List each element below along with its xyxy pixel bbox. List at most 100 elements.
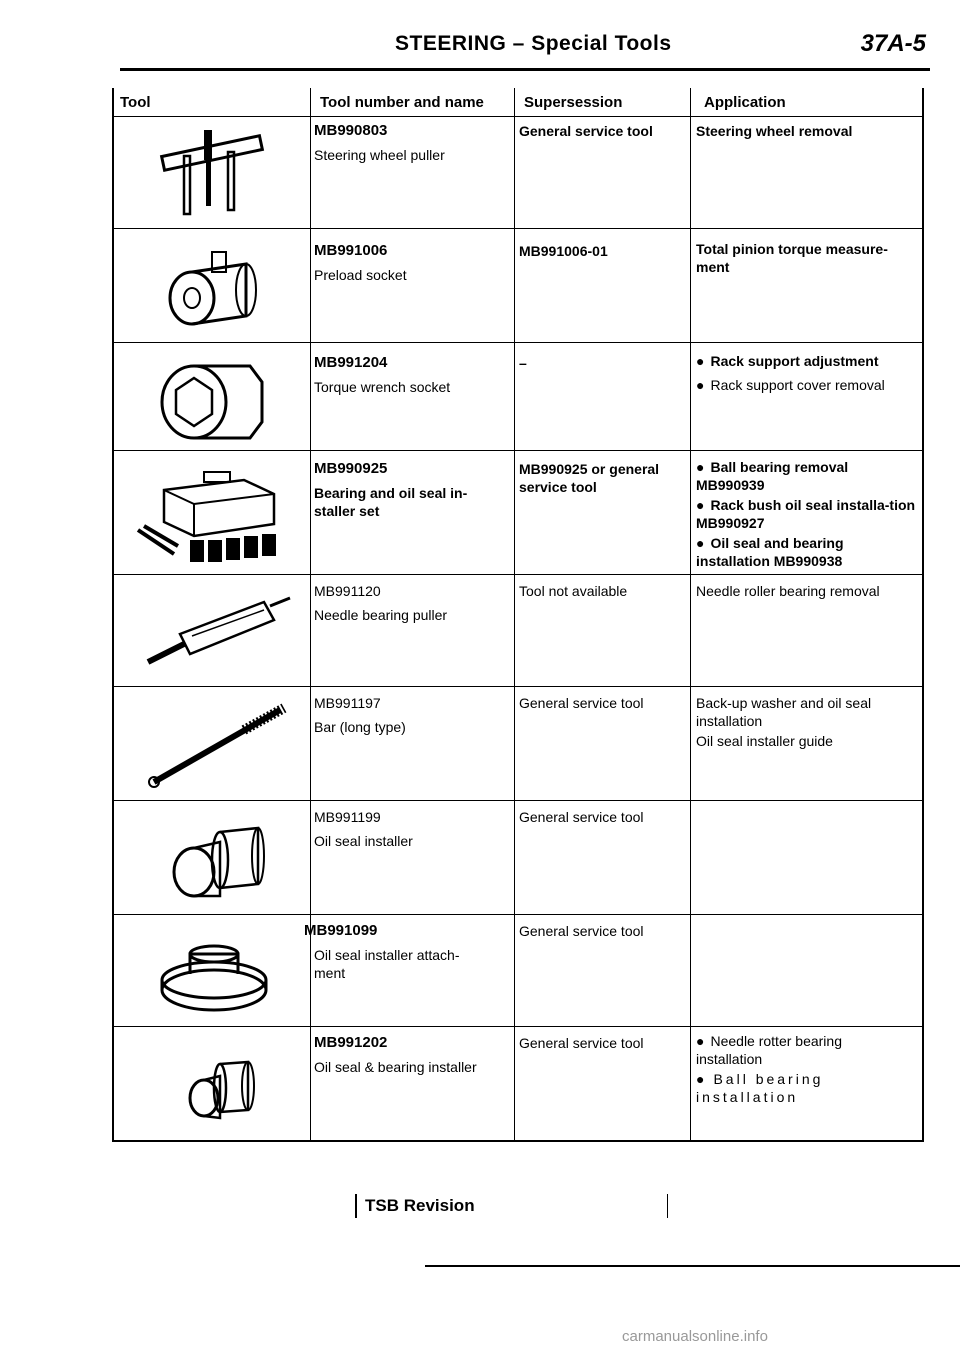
supersession-text: General service tool xyxy=(519,123,653,139)
page-title: STEERING – Special Tools xyxy=(395,32,672,55)
table-row: MB991099 Oil seal installer attach-ment … xyxy=(114,916,922,1026)
row-divider xyxy=(114,228,922,229)
supersession-text: General service tool xyxy=(519,923,644,939)
application-text: ●Rack support cover removal xyxy=(696,377,885,393)
tool-name-cell: MB991199 Oil seal installer xyxy=(314,802,510,914)
tool-number: MB990803 xyxy=(314,122,388,139)
supersession-text: Tool not available xyxy=(519,583,628,599)
application-text: Back-up washer and oil seal installation xyxy=(696,695,872,729)
supersession-cell: Tool not available xyxy=(519,576,689,686)
tool-name-cell: MB991120 Needle bearing puller xyxy=(314,576,510,686)
tool-name-cell: MB991197 Bar (long type) xyxy=(314,688,510,800)
row-divider xyxy=(114,574,922,575)
application-cell xyxy=(696,802,918,914)
application-text: ●Ball bearing installation xyxy=(696,1071,824,1105)
tool-number: MB991204 xyxy=(314,354,388,371)
tool-number: MB991099 xyxy=(304,922,378,939)
table-row: MB991199 Oil seal installer General serv… xyxy=(114,802,922,914)
table-row: MB991120 Needle bearing puller Tool not … xyxy=(114,576,922,686)
tool-name: Oil seal installer attach-ment xyxy=(314,947,460,981)
tool-name: Preload socket xyxy=(314,267,407,283)
special-tools-table: Tool Tool number and name Supersession A… xyxy=(112,88,924,1142)
supersession-text: General service tool xyxy=(519,1035,644,1051)
row-divider xyxy=(114,1026,922,1027)
row-divider xyxy=(114,342,922,343)
tsb-revision-box: TSB Revision xyxy=(355,1194,668,1218)
supersession-text: MB990925 or general service tool xyxy=(519,461,660,495)
tool-name-cell: MB991202 Oil seal & bearing installer xyxy=(314,1028,510,1138)
supersession-text: – xyxy=(519,355,527,371)
section-number: 37A-5 xyxy=(860,30,926,57)
application-cell: ●Ball bearing removal MB990939 ●Rack bus… xyxy=(696,452,918,574)
supersession-cell: MB991006-01 xyxy=(519,230,689,342)
tool-image-cell xyxy=(114,118,309,228)
application-text: Needle roller bearing removal xyxy=(696,583,880,599)
tool-name-cell: MB991006 Preload socket xyxy=(314,230,510,342)
tool-name: Needle bearing puller xyxy=(314,607,448,623)
table-row: MB990925 Bearing and oil seal in-staller… xyxy=(114,452,922,574)
tsb-revision-label: TSB Revision xyxy=(365,1196,475,1215)
application-cell: ●Needle rotter bearing installation ●Bal… xyxy=(696,1028,918,1138)
application-text: ●Rack support adjustment xyxy=(696,353,879,369)
supersession-cell: General service tool xyxy=(519,802,689,914)
tool-name: Steering wheel puller xyxy=(314,147,445,163)
row-divider xyxy=(114,914,922,915)
tool-name: Oil seal & bearing installer xyxy=(314,1059,477,1075)
tool-image-cell xyxy=(114,230,309,342)
application-text: ●Rack bush oil seal installa-tion MB9909… xyxy=(696,497,916,531)
col-header-application: Application xyxy=(704,94,786,111)
attachment-icon xyxy=(160,944,268,1012)
header-rule xyxy=(120,68,930,71)
supersession-cell: General service tool xyxy=(519,688,689,800)
application-text: Steering wheel removal xyxy=(696,123,853,139)
col-header-supersession: Supersession xyxy=(524,94,623,111)
tool-image-cell xyxy=(114,452,309,574)
application-text: Oil seal installer guide xyxy=(696,733,833,749)
tool-number: MB991006 xyxy=(314,242,388,259)
tool-image-cell xyxy=(114,344,309,450)
long-bar-icon xyxy=(148,703,287,788)
tool-name: Torque wrench socket xyxy=(314,379,451,395)
tool-box-icon xyxy=(136,471,276,562)
tool-number: MB991202 xyxy=(314,1034,388,1051)
application-cell: Needle roller bearing removal xyxy=(696,576,918,686)
application-cell: Steering wheel removal xyxy=(696,118,918,228)
tool-name-cell: MB991204 Torque wrench socket xyxy=(314,344,510,450)
page-header: STEERING – Special Tools 37A-5 xyxy=(120,28,930,72)
tool-image-cell xyxy=(114,688,309,800)
tool-name-cell: MB990803 Steering wheel puller xyxy=(314,118,510,228)
tool-number: MB991199 xyxy=(314,809,381,825)
row-divider xyxy=(114,686,922,687)
row-divider xyxy=(114,800,922,801)
tool-name-cell: MB990925 Bearing and oil seal in-staller… xyxy=(314,452,510,574)
tool-name: Bearing and oil seal in-staller set xyxy=(314,485,468,519)
puller-icon xyxy=(159,130,265,216)
application-text: ment xyxy=(696,259,730,275)
preload-socket-icon xyxy=(168,251,257,326)
tool-name-cell: MB991099 Oil seal installer attach-ment xyxy=(304,916,510,1026)
application-text: Total pinion torque measure- xyxy=(696,241,888,257)
supersession-cell: General service tool xyxy=(519,1028,689,1138)
supersession-cell: General service tool xyxy=(519,916,689,1026)
bearing-puller-icon xyxy=(146,596,291,665)
supersession-text: General service tool xyxy=(519,809,644,825)
supersession-text: MB991006-01 xyxy=(519,243,608,259)
application-text: ●Needle rotter bearing installation xyxy=(696,1033,842,1067)
footer-rule xyxy=(425,1265,960,1267)
supersession-cell: General service tool xyxy=(519,118,689,228)
supersession-cell: – xyxy=(519,344,689,450)
row-divider xyxy=(114,450,922,451)
table-row: MB990803 Steering wheel puller General s… xyxy=(114,118,922,228)
application-cell: Total pinion torque measure- ment xyxy=(696,230,918,342)
tool-image-cell xyxy=(114,576,309,686)
column-divider xyxy=(690,88,691,1140)
tool-name: Oil seal installer xyxy=(314,833,413,849)
col-header-tool: Tool xyxy=(120,94,151,111)
application-text: ●Ball bearing removal MB990939 xyxy=(696,459,849,493)
seal-installer-icon xyxy=(172,826,265,898)
bearing-installer-icon xyxy=(188,1060,255,1120)
tool-image-cell xyxy=(114,802,309,914)
tool-name: Bar (long type) xyxy=(314,719,406,735)
supersession-cell: MB990925 or general service tool xyxy=(519,452,689,574)
table-row: MB991006 Preload socket MB991006-01 Tota… xyxy=(114,230,922,342)
